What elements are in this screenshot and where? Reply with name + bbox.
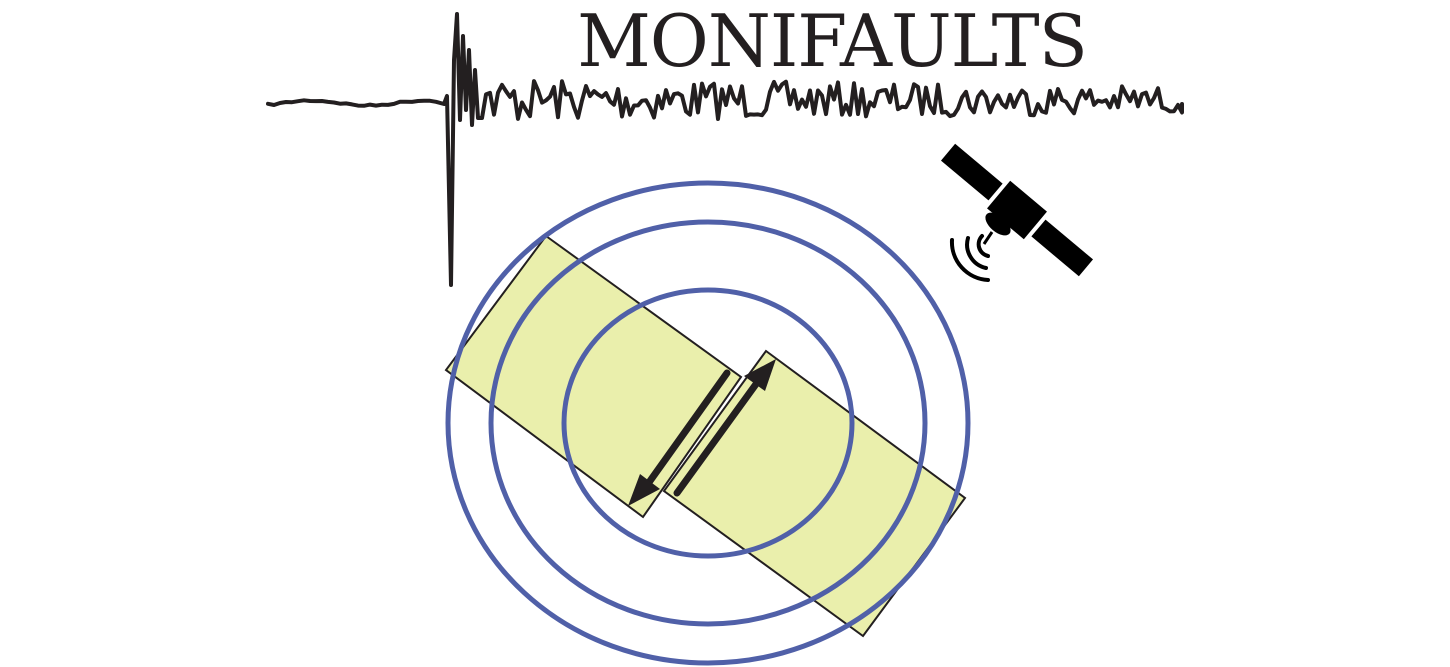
- double-arrow-icon: [628, 359, 776, 506]
- solar-panel-lower: [1031, 219, 1094, 277]
- fault-block-right: [662, 349, 967, 638]
- ring-outer: [445, 180, 971, 666]
- signal-waves-icon: [949, 234, 990, 282]
- fault-block-left: [444, 234, 743, 519]
- arrow-up-right-shaft: [673, 376, 763, 497]
- seismogram-icon: [266, 12, 1184, 287]
- fault-blocks: [444, 234, 967, 638]
- satellite-icon: [940, 143, 1094, 277]
- arrow-down-left-head: [628, 474, 660, 506]
- arrow-down-left-shaft: [641, 369, 731, 492]
- ring-inner: [561, 287, 855, 559]
- ring-middle: [488, 219, 928, 627]
- arrow-up-right-head: [744, 359, 776, 391]
- solar-panel-upper: [940, 143, 1003, 201]
- satellite-body: [987, 180, 1047, 240]
- satellite-dish: [982, 212, 1011, 245]
- seismic-rings: [445, 180, 971, 666]
- logo-title: MONIFAULTS: [577, 0, 1087, 83]
